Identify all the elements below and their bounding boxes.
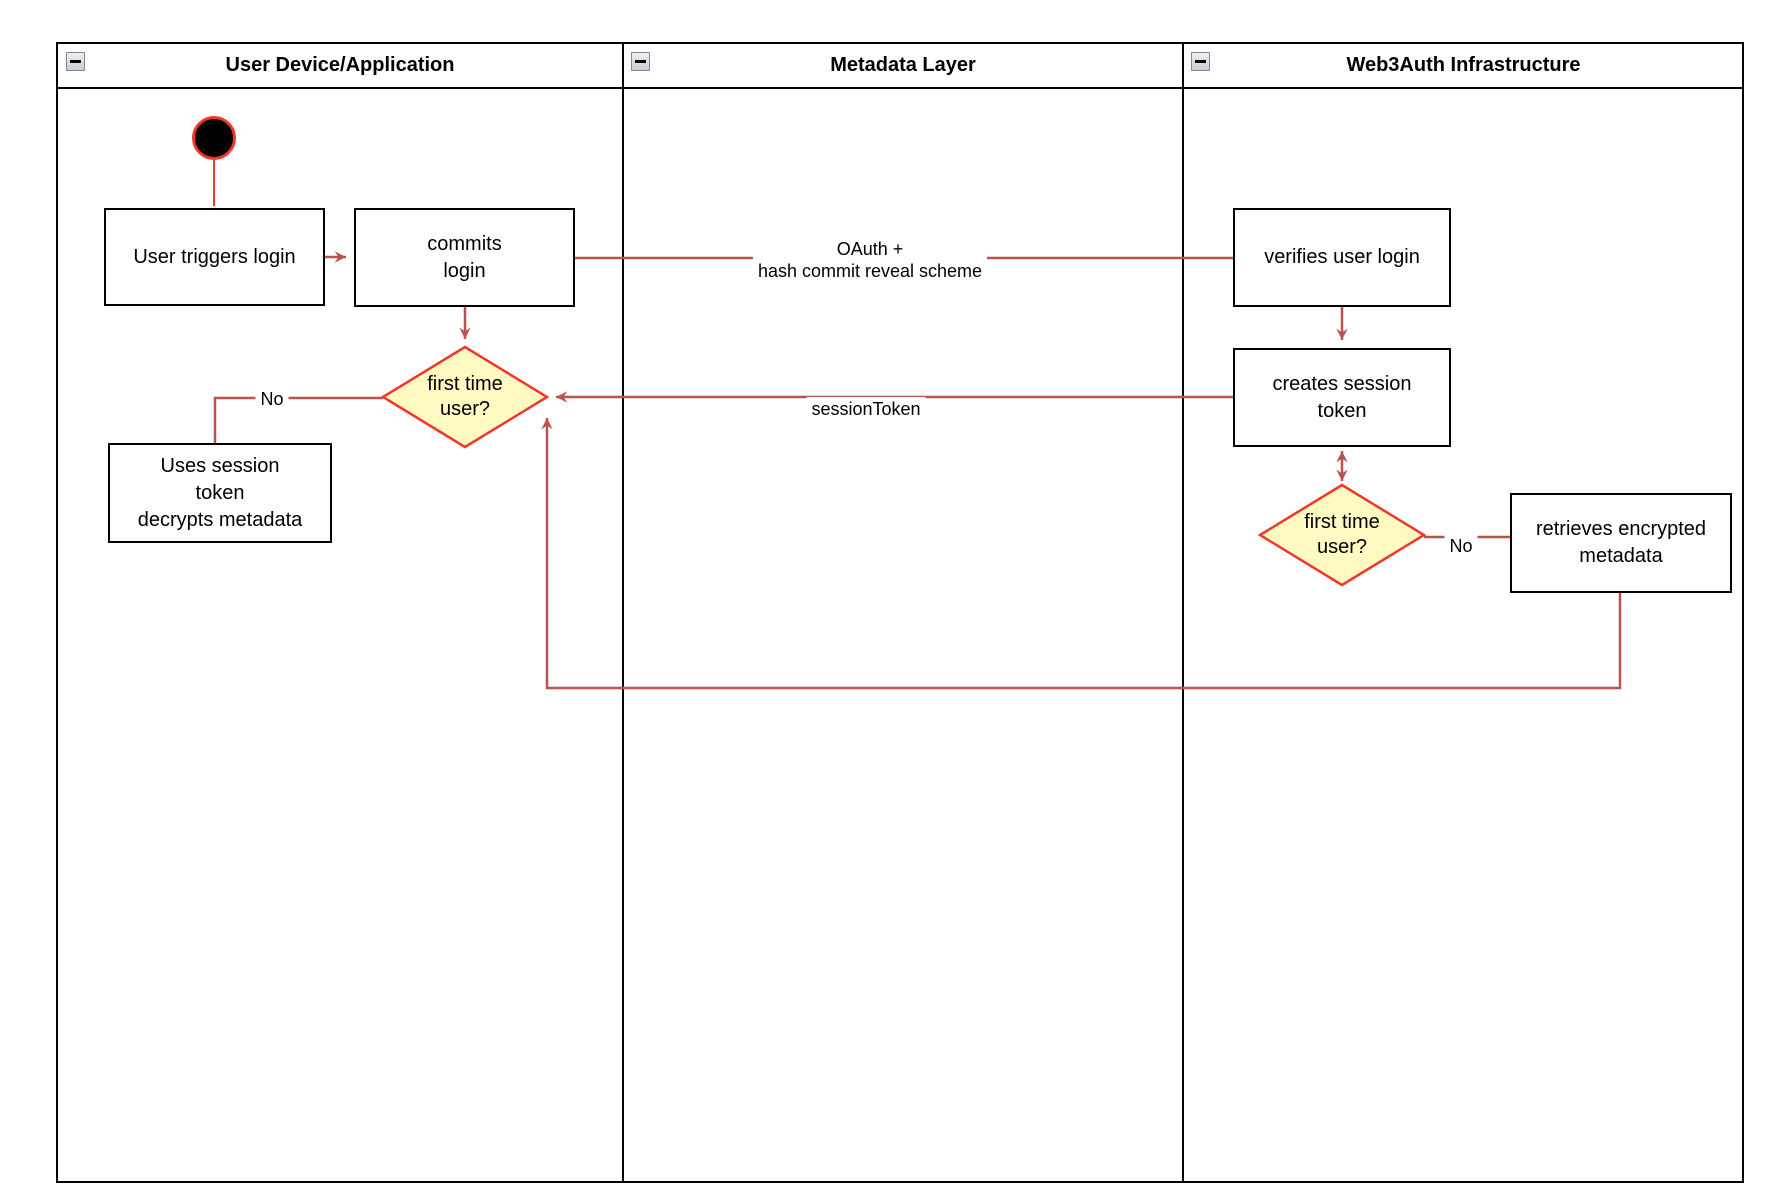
start-node[interactable]	[192, 116, 236, 160]
edge-label-session-token: sessionToken	[806, 397, 926, 421]
node-commits-login[interactable]: commits login	[354, 208, 575, 307]
minus-icon	[1195, 60, 1206, 63]
node-retrieves-encrypted-metadata[interactable]: retrieves encrypted metadata	[1510, 493, 1732, 593]
decision-label-first-time-user-1: first time user?	[427, 373, 503, 420]
node-creates-session-token[interactable]: creates session token	[1233, 348, 1451, 447]
collapse-icon[interactable]	[1191, 52, 1210, 71]
minus-icon	[635, 60, 646, 63]
lane-title-metadata-layer[interactable]: Metadata Layer	[830, 54, 976, 76]
decision-label-first-time-user-2: first time user?	[1304, 511, 1380, 558]
node-verifies-user-login[interactable]: verifies user login	[1233, 208, 1451, 307]
edge-label-no-2: No	[1444, 534, 1478, 558]
node-uses-session-token[interactable]: Uses session token decrypts metadata	[108, 443, 332, 543]
node-user-triggers-login[interactable]: User triggers login	[104, 208, 325, 306]
edge-label-oauth: OAuth + hash commit reveal scheme	[752, 237, 988, 283]
lane-title-web3auth[interactable]: Web3Auth Infrastructure	[1346, 54, 1581, 76]
pool-header-divider	[56, 87, 1744, 89]
edge-label-no-1: No	[255, 387, 289, 411]
collapse-icon[interactable]	[66, 52, 85, 71]
lane-title-user-device[interactable]: User Device/Application	[225, 54, 455, 76]
lane-divider-2	[1182, 42, 1184, 1183]
lane-divider-1	[622, 42, 624, 1183]
pool-frame	[56, 42, 1744, 1183]
collapse-icon[interactable]	[631, 52, 650, 71]
minus-icon	[70, 60, 81, 63]
